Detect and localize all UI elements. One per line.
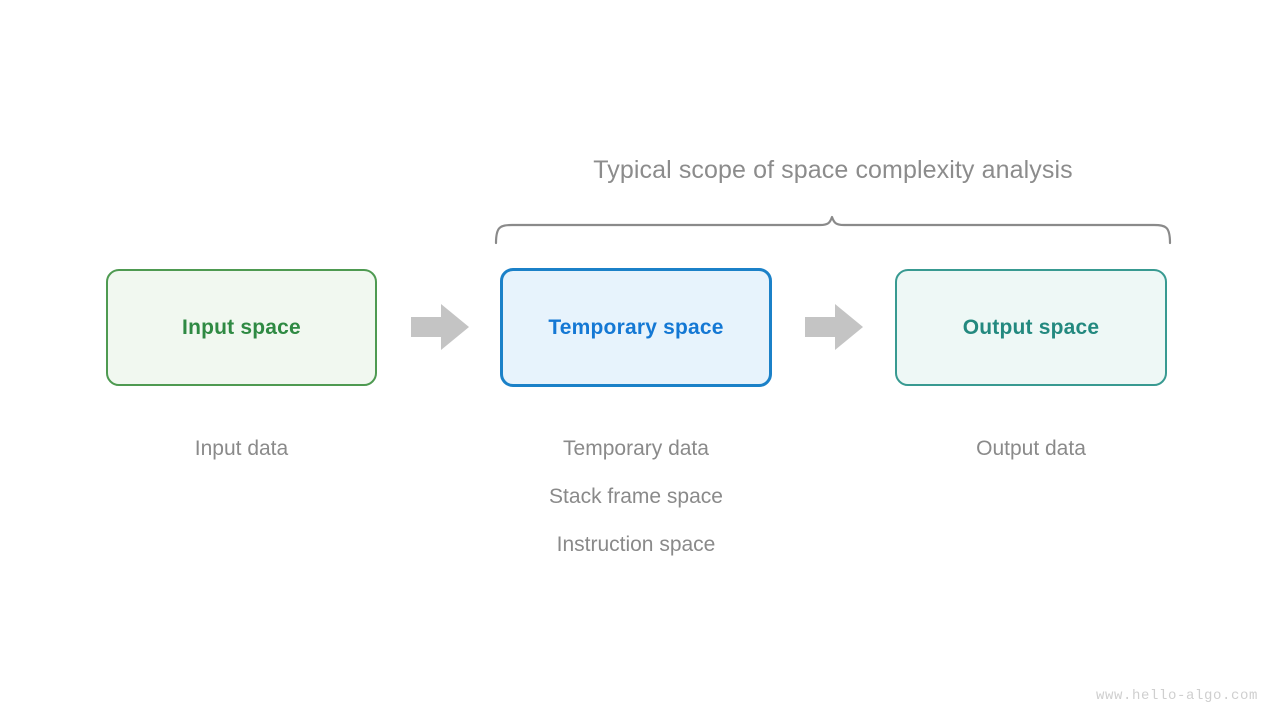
caption-line: Input data [194,437,289,460]
caption-line: Output data [976,437,1086,460]
scope-brace-icon [494,215,1172,245]
caption-group-temporary: Temporary data Stack frame space Instruc… [500,425,772,569]
stage-box-label: Input space [182,315,301,339]
caption-group-output: Output data [895,425,1167,473]
watermark: www.hello-algo.com [1095,688,1258,704]
stage-box-output-space: Output space [895,269,1167,386]
scope-title: Typical scope of space complexity analys… [593,156,1073,184]
caption-line: Temporary data [563,437,709,460]
arrow-right-icon [411,304,469,350]
caption-line: Instruction space [556,533,716,556]
caption-line: Stack frame space [549,485,723,508]
stage-box-label: Output space [962,315,1100,339]
stage-box-label: Temporary space [548,315,724,339]
stage-box-temporary-space: Temporary space [500,268,772,387]
stage-box-input-space: Input space [106,269,377,386]
arrow-right-icon [805,304,863,350]
caption-group-input: Input data [106,425,377,473]
